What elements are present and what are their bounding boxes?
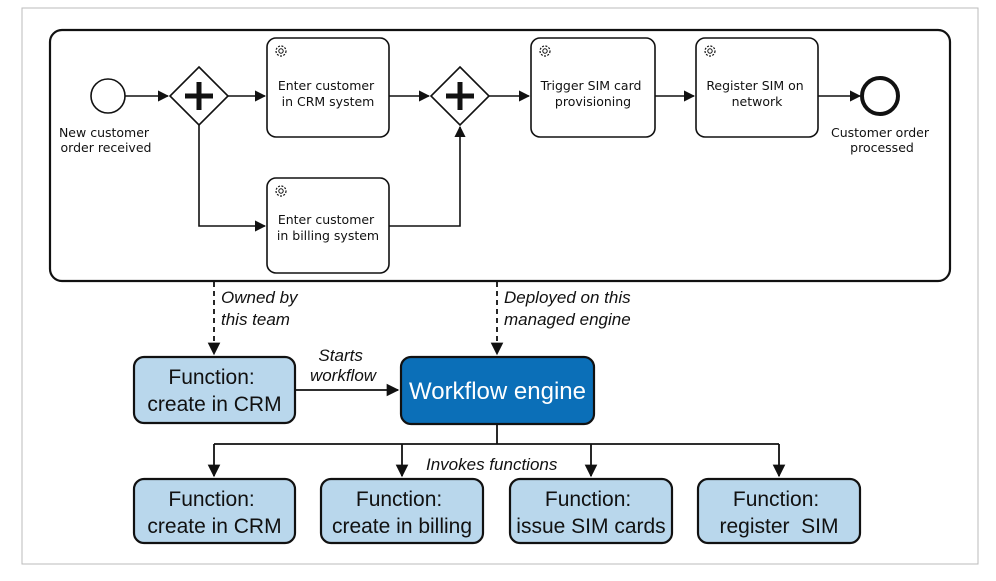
function-create-in-crm-starter: Function: create in CRM	[132, 355, 297, 425]
svg-text:Function: create in bill: Function: create in billing	[332, 488, 472, 538]
task-enter-billing: Enter customer in billing system	[266, 177, 390, 274]
svg-text:Function: register SIM: Function: register SIM	[719, 488, 838, 538]
function-invoked-create-in-billing: Function: create in billing	[319, 477, 485, 545]
svg-text:Function: issue SIM card: Function: issue SIM cards	[516, 488, 665, 538]
svg-text:Workflow engine: Workflow engine	[409, 378, 586, 405]
start-event-label: New customer order received	[59, 125, 153, 155]
sequence-flows	[125, 90, 862, 232]
figure-frame	[21, 7, 979, 565]
invoke-connectors	[207, 424, 786, 478]
association-arrows	[207, 282, 504, 356]
svg-text:Trigger SIM card provisi: Trigger SIM card provisioning	[540, 78, 646, 109]
start-event	[90, 78, 126, 114]
owned-by-annotation: Owned by this team	[221, 288, 302, 329]
end-event-label: Customer order processed	[831, 125, 933, 155]
function-invoked-issue-sim-cards: Function: issue SIM cards	[508, 477, 674, 545]
parallel-gateway-join	[429, 65, 491, 127]
task-trigger-sim-provisioning: Trigger SIM card provisioning	[530, 37, 656, 138]
svg-text:Register SIM on network: Register SIM on network	[706, 78, 807, 109]
function-invoked-register-sim: Function: register SIM	[696, 477, 862, 545]
svg-text:Function: create in CRM: Function: create in CRM	[147, 488, 281, 538]
invokes-functions-label: Invokes functions	[426, 455, 558, 474]
starts-workflow-label: Starts workflow	[310, 346, 378, 385]
svg-text:Function: create in CRM: Function: create in CRM	[147, 366, 281, 416]
workflow-engine: Workflow engine	[399, 355, 596, 426]
deployed-on-annotation: Deployed on this managed engine	[504, 288, 635, 329]
task-enter-crm: Enter customer in CRM system	[266, 37, 390, 138]
end-event	[860, 76, 900, 116]
svg-text:Enter customer in CRM sy: Enter customer in CRM system	[278, 78, 378, 109]
task-register-sim: Register SIM on network	[695, 37, 819, 138]
svg-text:Enter customer in billin: Enter customer in billing system	[277, 212, 379, 243]
function-invoked-create-in-crm: Function: create in CRM	[132, 477, 297, 545]
